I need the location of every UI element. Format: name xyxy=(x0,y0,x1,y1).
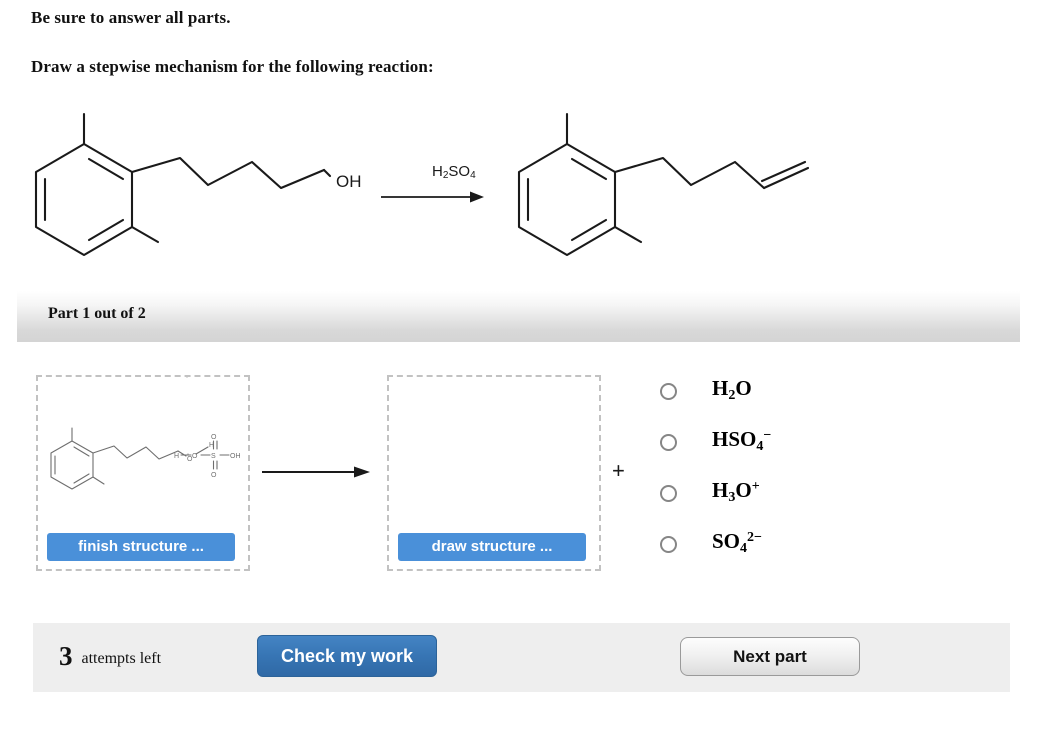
next-part-button[interactable]: Next part xyxy=(680,637,860,676)
answer-area: O H xyxy=(0,360,1048,585)
reactant-mini-structure: O H xyxy=(50,377,214,490)
byproduct-options-list: H2O HSO4− H3O+ SO42− xyxy=(650,372,920,576)
finish-structure-button[interactable]: finish structure ... xyxy=(47,533,235,561)
option-row-hso4[interactable]: HSO4− xyxy=(650,423,920,474)
option-row-h3o[interactable]: H3O+ xyxy=(650,474,920,525)
option-row-h2o[interactable]: H2O xyxy=(650,372,920,423)
reaction-arrow xyxy=(381,191,484,203)
page-instruction-line-1: Be sure to answer all parts. xyxy=(31,8,231,27)
attempts-text: attempts left xyxy=(81,650,162,667)
reactant-oh-label: OH xyxy=(336,172,362,191)
reagent-label: H2SO4 xyxy=(432,163,476,181)
radio-hso4[interactable] xyxy=(660,434,677,451)
part-progress-bar: Part 1 out of 2 xyxy=(17,291,1020,342)
mechanism-arrow xyxy=(262,466,370,478)
page-instruction-line-2: Draw a stepwise mechanism for the follow… xyxy=(31,57,434,76)
hydrogen-atom-label: H xyxy=(209,442,214,449)
plus-sign: + xyxy=(612,458,625,483)
product-structure-box[interactable]: draw structure ... xyxy=(387,375,601,571)
footer-bar: 3 attempts left Check my work Next part xyxy=(33,623,1010,692)
radio-h2o[interactable] xyxy=(660,383,677,400)
check-my-work-button[interactable]: Check my work xyxy=(257,635,437,677)
radio-so4[interactable] xyxy=(660,536,677,553)
option-label-h3o: H3O+ xyxy=(712,478,760,505)
option-label-hso4: HSO4− xyxy=(712,427,772,454)
oxygen-atom-label: O xyxy=(187,456,193,463)
draw-structure-button[interactable]: draw structure ... xyxy=(398,533,586,561)
attempts-status: 3 attempts left xyxy=(59,641,161,672)
part-label: Part 1 out of 2 xyxy=(48,305,146,322)
option-label-so4: SO42− xyxy=(712,529,762,556)
product-structure xyxy=(517,112,810,257)
reactant-structure xyxy=(34,112,332,257)
attempts-count: 3 xyxy=(59,641,73,671)
reactant-structure-box[interactable]: O H xyxy=(36,375,250,571)
reaction-scheme: OH H2SO4 xyxy=(0,100,1048,260)
radio-h3o[interactable] xyxy=(660,485,677,502)
option-label-h2o: H2O xyxy=(712,376,752,403)
option-row-so4[interactable]: SO42− xyxy=(650,525,920,576)
